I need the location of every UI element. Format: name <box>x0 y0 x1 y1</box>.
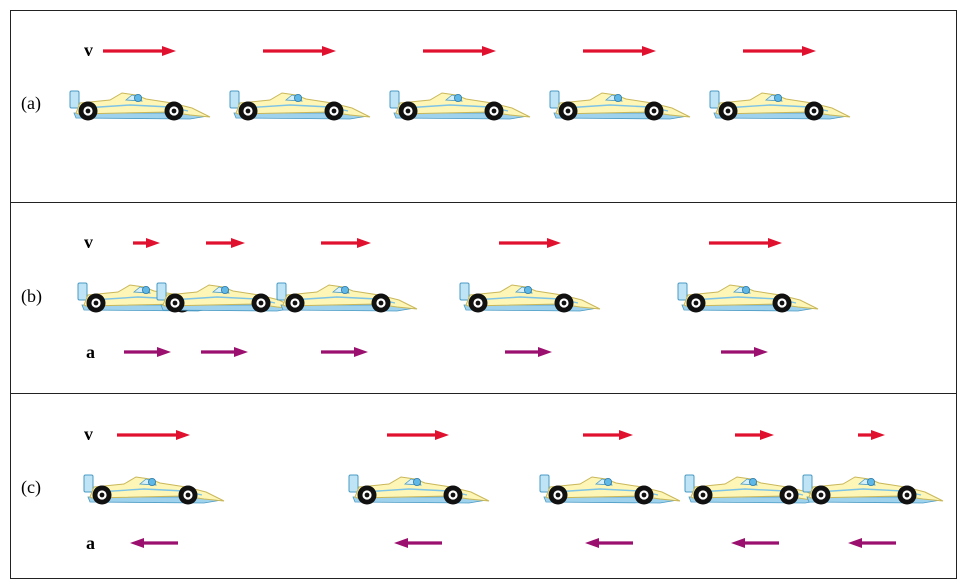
panel-b-velocity-arrow-2 <box>206 238 245 248</box>
panel-c-acceleration-arrow-1-shape <box>130 538 178 548</box>
panel-c-label: (c) <box>21 477 41 498</box>
panel-c-race-car-3 <box>539 474 681 506</box>
panel-b-race-car-4 <box>459 282 601 314</box>
panel-c-race-car-2 <box>348 474 490 506</box>
panel-c-acceleration-arrow-4 <box>731 538 779 548</box>
panel-b-acceleration-arrow-2-shape <box>201 347 248 357</box>
panel-a-velocity-arrow-5 <box>743 46 816 56</box>
panel-b-race-car-3 <box>276 282 418 314</box>
panel-a-velocity-arrow-1-shape <box>103 46 176 56</box>
panel-c-velocity-arrow-4-shape <box>735 430 774 440</box>
panel-a-velocity-symbol: v <box>84 40 93 60</box>
panel-c-acceleration-arrow-1 <box>130 538 178 548</box>
panel-c-acceleration-arrow-2 <box>394 538 442 548</box>
panel-c: (c) v a <box>21 424 944 553</box>
panel-a-race-car-4 <box>549 90 691 122</box>
panel-b-velocity-arrow-5 <box>709 238 782 248</box>
panel-c-velocity-symbol: v <box>84 424 93 444</box>
panel-c-acceleration-arrow-3 <box>585 538 633 548</box>
panel-b-acceleration-arrow-1 <box>124 347 171 357</box>
panel-c-velocity-arrow-4 <box>735 430 774 440</box>
panel-b-velocity-arrow-3-shape <box>321 238 371 248</box>
panel-c-acceleration-symbol: a <box>86 533 95 553</box>
panel-b-acceleration-arrow-4-shape <box>505 347 552 357</box>
panel-b-velocity-arrow-2-shape <box>206 238 245 248</box>
panel-a-velocity-arrow-2-shape <box>263 46 336 56</box>
panel-c-acceleration-arrow-4-shape <box>731 538 779 548</box>
panel-b-velocity-symbol: v <box>84 232 93 252</box>
panel-a-velocity-arrow-3 <box>423 46 496 56</box>
panel-a-race-car-2 <box>229 90 371 122</box>
panel-c-velocity-arrow-3-shape <box>583 430 633 440</box>
panel-c-acceleration-arrow-3-shape <box>585 538 633 548</box>
panel-c-race-car-5 <box>802 474 944 506</box>
panel-c-velocity-arrow-5-shape <box>858 430 885 440</box>
panel-b-acceleration-arrow-4 <box>505 347 552 357</box>
panel-b-velocity-arrow-5-shape <box>709 238 782 248</box>
panel-b-acceleration-arrow-5 <box>721 347 768 357</box>
panel-b-acceleration-arrow-1-shape <box>124 347 171 357</box>
panel-b-velocity-arrow-4-shape <box>499 238 561 248</box>
panel-a-race-car-1 <box>69 90 211 122</box>
panel-c-acceleration-arrow-2-shape <box>394 538 442 548</box>
panel-c-acceleration-arrow-5 <box>848 538 896 548</box>
panel-a-velocity-arrow-4-shape <box>583 46 656 56</box>
panel-c-velocity-arrow-5 <box>858 430 885 440</box>
panel-c-velocity-arrow-1-shape <box>117 430 190 440</box>
panel-a-race-car-5 <box>709 90 851 122</box>
panel-a-velocity-arrow-3-shape <box>423 46 496 56</box>
panel-a: (a) v <box>21 40 851 122</box>
panel-c-velocity-arrow-3 <box>583 430 633 440</box>
panel-c-acceleration-arrow-5-shape <box>848 538 896 548</box>
panel-c-velocity-arrow-2-shape <box>387 430 449 440</box>
panel-b-acceleration-arrow-2 <box>201 347 248 357</box>
panel-b-label: (b) <box>21 286 42 307</box>
panel-a-race-car-3 <box>389 90 531 122</box>
panel-b-velocity-arrow-4 <box>499 238 561 248</box>
panel-a-label: (a) <box>21 93 41 114</box>
panel-b-acceleration-arrow-5-shape <box>721 347 768 357</box>
panel-b-velocity-arrow-1-shape <box>133 238 160 248</box>
panel-b-acceleration-arrow-3-shape <box>321 347 368 357</box>
panel-b-velocity-arrow-3 <box>321 238 371 248</box>
panel-b-velocity-arrow-1 <box>133 238 160 248</box>
panel-a-velocity-arrow-2 <box>263 46 336 56</box>
panel-c-velocity-arrow-1 <box>117 430 190 440</box>
panel-b: (b) v a <box>21 232 819 362</box>
panel-a-velocity-arrow-4 <box>583 46 656 56</box>
panel-a-velocity-arrow-1 <box>103 46 176 56</box>
panel-b-acceleration-arrow-3 <box>321 347 368 357</box>
panel-a-velocity-arrow-5-shape <box>743 46 816 56</box>
panel-c-race-car-1 <box>83 474 225 506</box>
panel-b-acceleration-symbol: a <box>86 342 95 362</box>
panel-c-velocity-arrow-2 <box>387 430 449 440</box>
panel-b-race-car-5 <box>677 282 819 314</box>
panel-b-race-car-2 <box>156 282 298 314</box>
